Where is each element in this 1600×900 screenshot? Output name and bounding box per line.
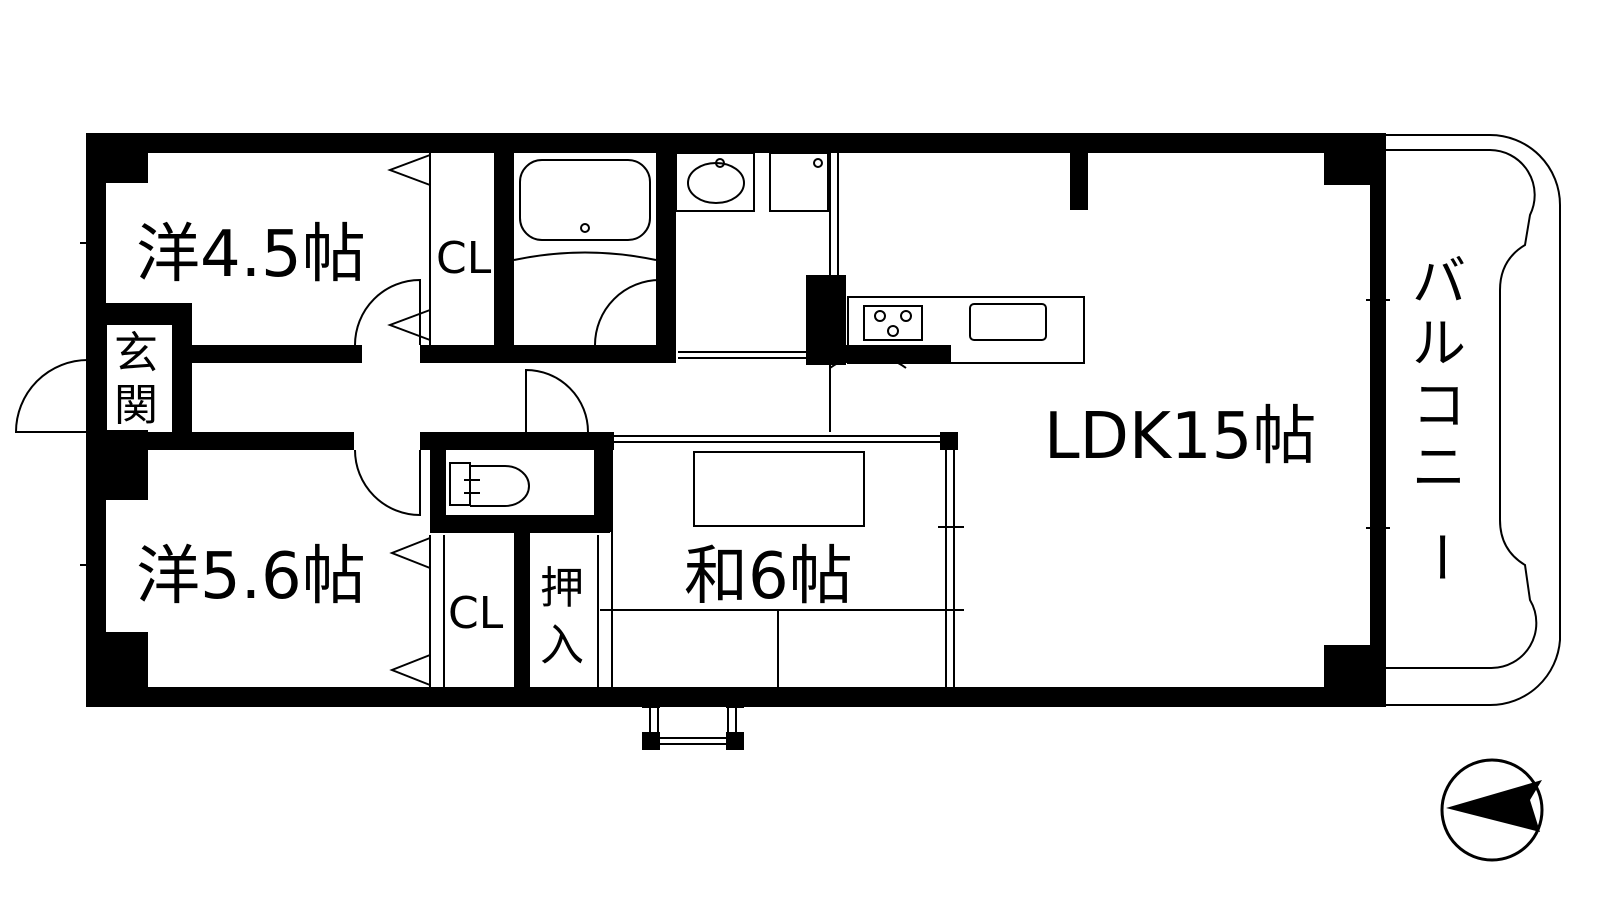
entrance-label-1: 玄 (114, 328, 158, 379)
compass-icon (1440, 758, 1544, 862)
storage-label-2: 入 (540, 620, 584, 671)
thin-lines (14, 134, 1561, 745)
balcony-label-3: コ (1412, 374, 1466, 437)
room-western-2-label: 洋5.6帖 (136, 540, 366, 614)
room-western-1-label: 洋4.5帖 (136, 218, 366, 292)
entrance-label-2: 関 (114, 380, 158, 431)
room-japanese-label: 和6帖 (684, 540, 853, 614)
closet-1-label: CL (436, 233, 492, 284)
storage-label-1: 押 (540, 563, 584, 614)
balcony-label-1: バ (1412, 250, 1466, 313)
balcony-label-2: ル (1412, 312, 1466, 375)
balcony-label-4: ニ (1412, 436, 1466, 499)
room-ldk-label: LDK15帖 (1044, 400, 1316, 474)
room-labels: 洋4.5帖 洋5.6帖 CL CL 玄 関 押 入 和6帖 LDK15帖 バ ル… (114, 218, 1472, 671)
closet-2-label: CL (448, 588, 504, 639)
balcony-label-5: ー (1409, 530, 1472, 584)
walls (86, 133, 1386, 750)
